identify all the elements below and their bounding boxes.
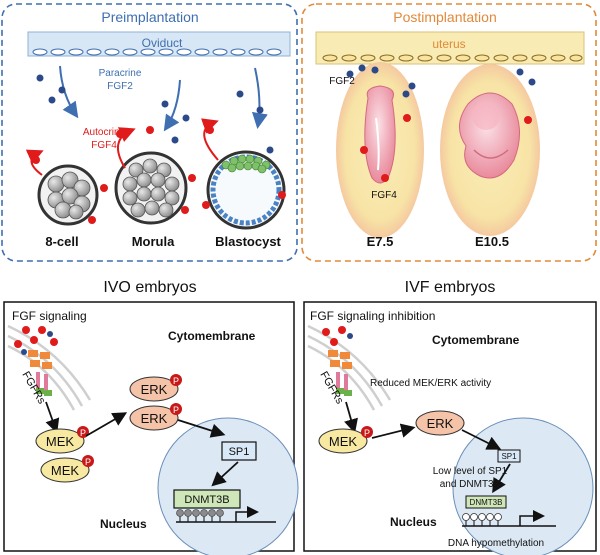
uterus-label: uterus [432, 37, 465, 51]
paracrine-arrows [59, 65, 268, 132]
ivo-sp1-box: SP1 [221, 441, 257, 461]
ivo-fgf-signaling-label: FGF signaling [12, 309, 87, 323]
stage-label-e105: E10.5 [475, 234, 509, 249]
ivf-nucleus [452, 417, 594, 555]
ivo-arrow-receptor-mek [45, 401, 60, 434]
ivf-arrow-mek-erk [371, 423, 416, 439]
embryo-e75 [336, 62, 424, 238]
svg-text:SP1: SP1 [501, 452, 517, 461]
ivo-arrow-erk-sp1 [177, 419, 226, 438]
stage-label-blastocyst: Blastocyst [215, 234, 281, 249]
svg-text:P: P [80, 428, 86, 438]
ivo-erk-1: ERK P [129, 374, 182, 402]
ivf-erk: ERK [415, 410, 465, 436]
ivo-panel: FGF signaling Cytomembrane FGFRs MEK P M… [3, 301, 299, 555]
ivo-heading: IVO embryos [103, 279, 196, 296]
svg-text:P: P [173, 405, 179, 415]
ivf-fgf-inhibition-label: FGF signaling inhibition [310, 309, 435, 323]
ivf-arrow-receptor-mek [344, 401, 358, 434]
svg-text:DNMT3B: DNMT3B [470, 498, 503, 507]
svg-text:ERK: ERK [141, 382, 168, 397]
fgf2-label: FGF2 [329, 76, 355, 87]
paracrine-label: Paracrine [99, 68, 142, 79]
autocrine-label: Autocrine [83, 127, 126, 138]
svg-text:P: P [364, 428, 370, 438]
svg-text:MEK: MEK [329, 434, 358, 449]
preimplantation-title: Preimplantation [101, 9, 198, 25]
ivf-cytomembrane-label: Cytomembrane [432, 333, 520, 347]
ivo-methylated-cpgs [176, 506, 276, 523]
oviduct-band: Oviduct [27, 31, 291, 57]
postimplantation-panel: Postimplantation uterus [301, 3, 597, 262]
ligand-dots-post [346, 64, 536, 182]
svg-text:P: P [85, 457, 91, 467]
svg-text:ERK: ERK [141, 411, 168, 426]
embryo-morula [114, 127, 188, 225]
ivf-arrow-erk-sp1 [461, 429, 502, 450]
paracrine-fgf2-label: FGF2 [107, 81, 133, 92]
ivf-nucleus-label: Nucleus [390, 515, 437, 529]
postimplantation-title: Postimplantation [393, 9, 497, 25]
uterus-band: uterus [315, 31, 585, 65]
ivo-erk-2: ERK P [129, 403, 182, 431]
preimplantation-panel: Preimplantation Oviduct Paracrine FGF2 A… [1, 3, 298, 262]
ivf-unmethylated-cpgs [462, 510, 556, 527]
postimplantation-frame [301, 3, 597, 262]
embryo-8cell [25, 149, 99, 226]
ligand-dots-pre [32, 74, 286, 224]
stage-label-8cell: 8-cell [45, 234, 78, 249]
autocrine-fgf4-label: FGF4 [91, 140, 117, 151]
ivo-nucleus [157, 417, 299, 555]
ivf-panel: FGF signaling inhibition Cytomembrane FG… [303, 301, 597, 555]
ivf-mek: MEK P [318, 426, 373, 454]
svg-text:ERK: ERK [427, 416, 454, 431]
embryo-e105 [440, 64, 540, 236]
ivo-arrow-mek-erk [85, 412, 128, 437]
ivo-mek-2: MEK P [40, 455, 94, 483]
ivf-low-level-label: Low level of SP1 [433, 466, 508, 477]
svg-text:SP1: SP1 [229, 446, 250, 458]
ivf-heading: IVF embryos [405, 279, 496, 296]
svg-text:DNMT3B: DNMT3B [184, 494, 229, 506]
ivf-hypomethylation-label: DNA hypomethylation [448, 538, 544, 549]
ivo-nucleus-label: Nucleus [100, 517, 147, 531]
ivf-sp1-box: SP1 [497, 449, 521, 463]
svg-text:MEK: MEK [51, 463, 80, 478]
ivo-fgfr-receptor [14, 326, 58, 396]
svg-text:MEK: MEK [46, 434, 75, 449]
ivf-fgfr-receptor [322, 326, 353, 396]
ivo-dnmt3b-box: DNMT3B [173, 489, 241, 509]
oviduct-label: Oviduct [142, 36, 183, 50]
ivf-low-level-label-2: and DNMT3B [440, 479, 501, 490]
ivf-arrow-sp1-dnmt3b [492, 463, 511, 494]
ivo-arrow-sp1-dnmt3b [211, 461, 239, 487]
ivf-dnmt3b-box: DNMT3B [465, 495, 507, 509]
ivf-reduced-label: Reduced MEK/ERK activity [370, 378, 491, 389]
fgf4-label: FGF4 [371, 190, 397, 201]
ivo-cytomembrane-label: Cytomembrane [168, 329, 256, 343]
stage-label-e75: E7.5 [367, 234, 394, 249]
preimplantation-frame [1, 3, 298, 262]
svg-text:P: P [173, 376, 179, 386]
embryo-blastocyst [201, 118, 286, 230]
stage-label-morula: Morula [132, 234, 175, 249]
